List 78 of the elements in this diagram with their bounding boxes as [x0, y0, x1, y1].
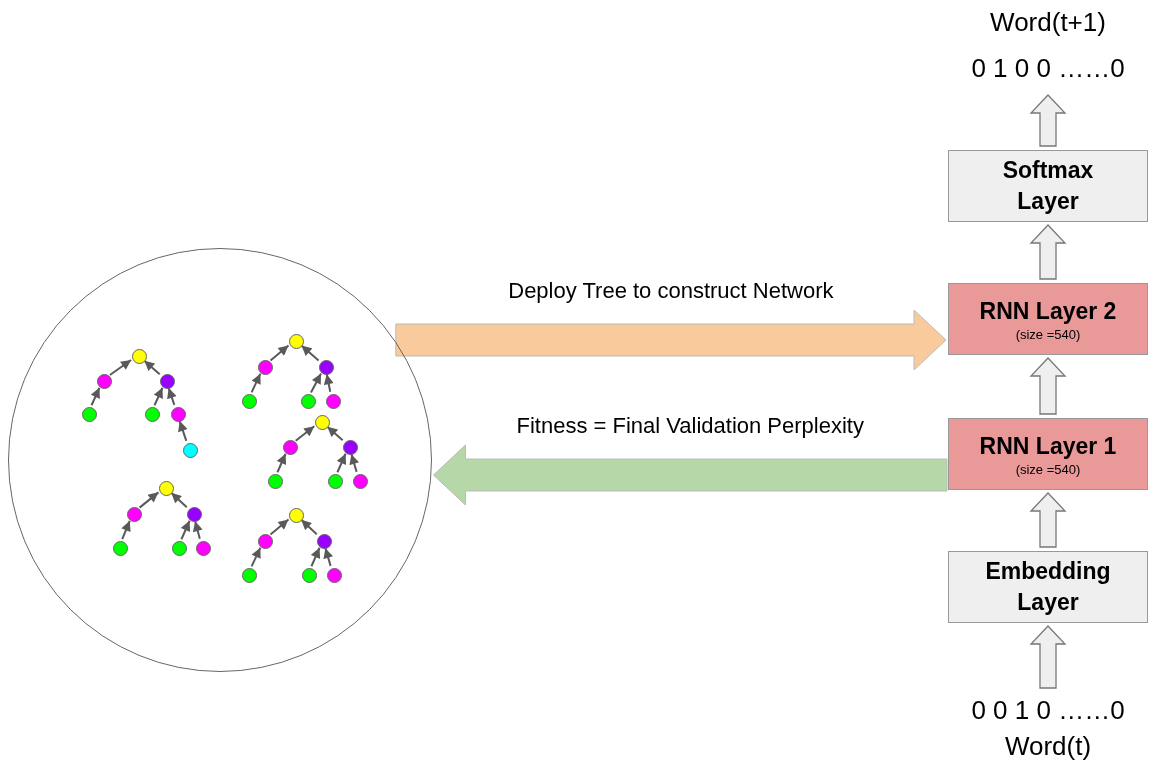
layer-size: (size =540): [1015, 326, 1081, 343]
block-arrow: [1029, 625, 1067, 689]
arrow: [269, 518, 290, 536]
block-arrow: [1029, 492, 1067, 548]
arrow: [250, 372, 262, 394]
tree-node-circle: [241, 567, 257, 583]
block-arrow: [1029, 357, 1067, 415]
tree-node-circle: [158, 480, 174, 496]
arrow: [170, 491, 188, 509]
arrow: [349, 453, 359, 473]
layer-title: Softmax Layer: [1001, 155, 1095, 216]
tree-node-circle: [171, 540, 187, 556]
tree-node-circle: [170, 406, 186, 422]
tree-node-circle: [144, 406, 160, 422]
arrow: [300, 344, 320, 362]
arrow: [143, 359, 161, 376]
arrow: [108, 358, 133, 377]
tree-node-circle: [316, 533, 332, 549]
arrow: [90, 386, 101, 407]
tree-node-circle: [288, 507, 304, 523]
arrow: [121, 519, 131, 541]
word-label: Word(t): [1004, 731, 1092, 763]
arrow: [294, 425, 316, 442]
layer-box: [948, 283, 1148, 355]
arrow: [326, 425, 344, 442]
arrow: [178, 420, 188, 442]
tree-node-circle: [257, 359, 273, 375]
tree-node-circle: [112, 540, 128, 556]
block-arrow: [1029, 224, 1067, 280]
arrow: [269, 344, 290, 362]
tree-node-circle: [282, 439, 298, 455]
tree-node-circle: [182, 442, 198, 458]
layer-size: (size =540): [1015, 461, 1081, 478]
word-label: Word(t+1): [990, 7, 1106, 39]
tree-node-circle: [288, 333, 304, 349]
arrow: [323, 547, 333, 567]
arrow: [153, 386, 164, 407]
tree-node-circle: [327, 473, 343, 489]
layer-box: [948, 150, 1148, 222]
layer-title: RNN Layer 1: [979, 431, 1117, 461]
arrow: [167, 387, 177, 406]
one-hot-vector: 0 1 0 0 ……0: [971, 53, 1125, 85]
tree-node-circle: [241, 393, 257, 409]
tree-node-circle: [96, 373, 112, 389]
arrow: [250, 546, 262, 568]
arrow: [310, 372, 322, 394]
block-arrow: [395, 309, 947, 371]
arrow: [180, 519, 191, 541]
tree-node-circle: [326, 567, 342, 583]
tree-node-circle: [267, 473, 283, 489]
layer-box: [948, 551, 1148, 623]
tree-node-circle: [342, 439, 358, 455]
tree-node-circle: [325, 393, 341, 409]
arrow: [310, 546, 321, 568]
tree-node-circle: [300, 393, 316, 409]
layer-title: Embedding Layer: [984, 556, 1112, 617]
arrow: [138, 491, 160, 509]
tree-node-circle: [126, 506, 142, 522]
tree-node-circle: [257, 533, 273, 549]
tree-node-circle: [131, 348, 147, 364]
tree-node-circle: [159, 373, 175, 389]
tree-node-circle: [195, 540, 211, 556]
tree-node-circle: [301, 567, 317, 583]
block-arrow: [432, 444, 948, 506]
tree-node-circle: [352, 473, 368, 489]
tree-node-circle: [314, 414, 330, 430]
arrow: [336, 452, 347, 474]
layer-box: [948, 418, 1148, 490]
layer-title: RNN Layer 2: [979, 296, 1117, 326]
tree-node-circle: [318, 359, 334, 375]
arrow: [300, 518, 318, 536]
arrow: [276, 452, 287, 474]
block-arrow: [1029, 94, 1067, 147]
tree-node-circle: [186, 506, 202, 522]
arrow: [192, 520, 203, 540]
tree-node-circle: [81, 406, 97, 422]
one-hot-vector: 0 0 1 0 ……0: [971, 694, 1125, 726]
arrow: [323, 373, 334, 393]
